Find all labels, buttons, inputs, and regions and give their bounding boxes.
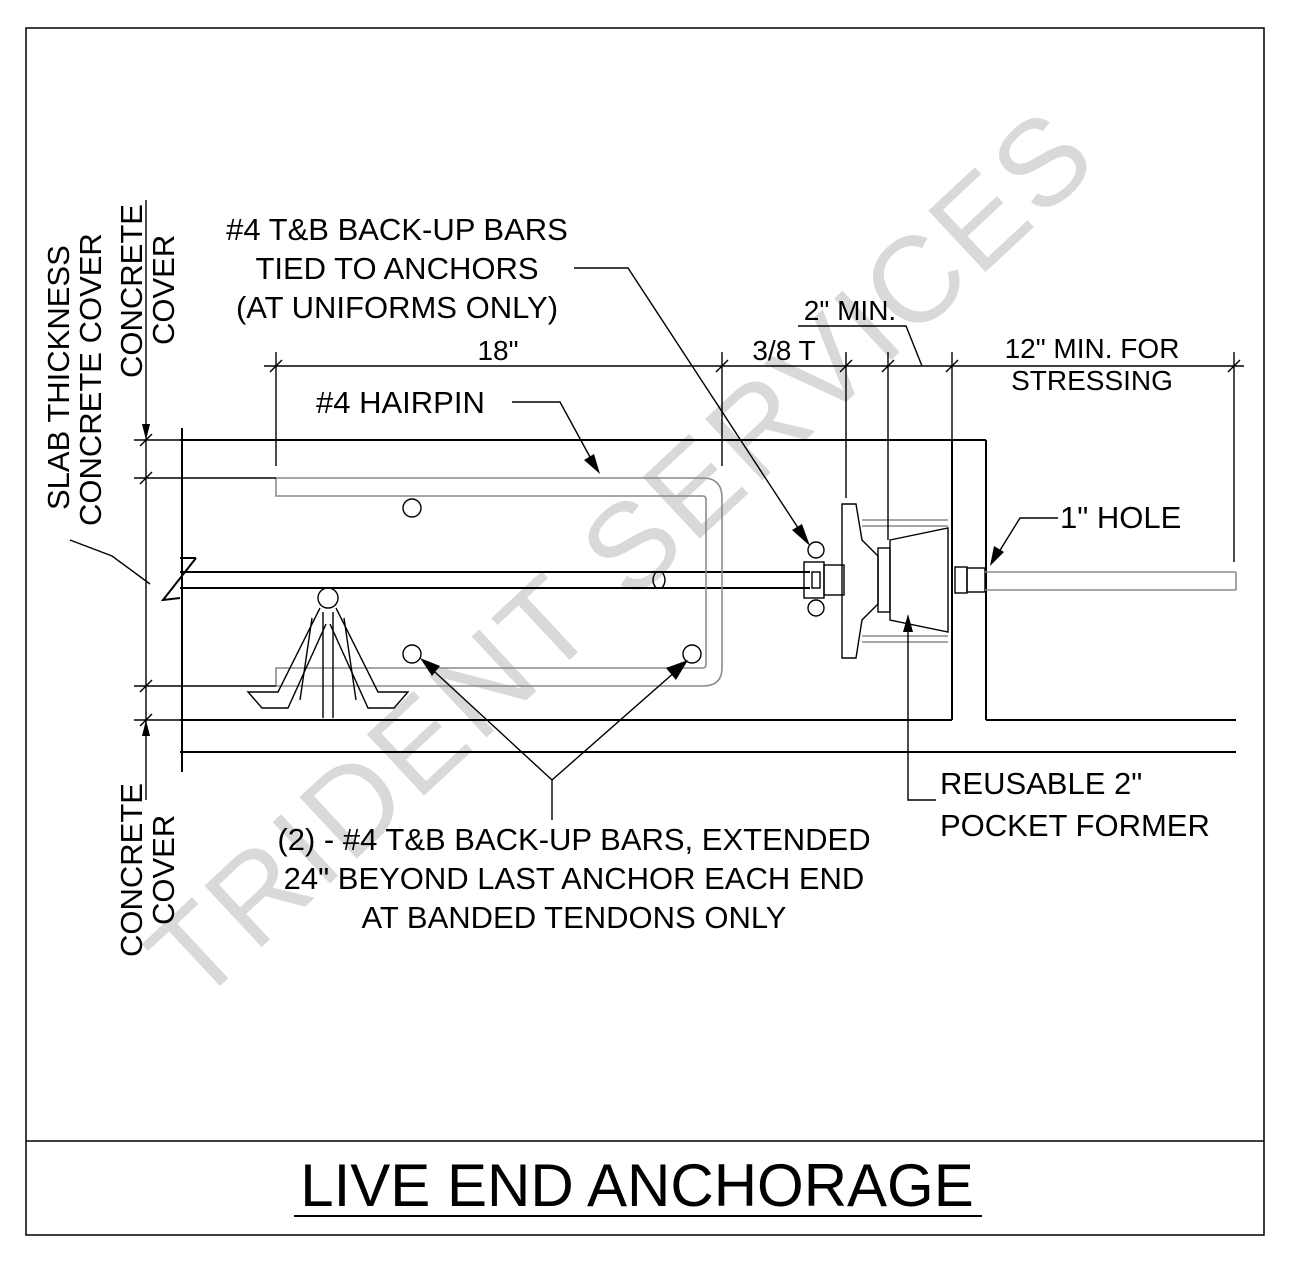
label-concrete-cover-top: CONCRETE COVER — [114, 204, 181, 378]
tendon — [180, 566, 1237, 594]
label-pocket-former: REUSABLE 2" POCKET FORMER — [940, 766, 1210, 843]
sheet-border — [25, 27, 1265, 1236]
svg-text:CONCRETE: CONCRETE — [114, 783, 149, 957]
svg-text:#4 T&B BACK-UP BARS: #4 T&B BACK-UP BARS — [226, 212, 568, 247]
dimension-lines — [69, 200, 1244, 800]
anchor-assembly — [803, 503, 949, 659]
svg-text:REUSABLE 2": REUSABLE 2" — [940, 766, 1142, 801]
slab-outline — [160, 428, 1236, 772]
svg-text:(AT UNIFORMS ONLY): (AT UNIFORMS ONLY) — [236, 290, 558, 325]
label-two-min: 2" MIN. — [804, 295, 896, 326]
svg-text:TIED TO ANCHORS: TIED TO ANCHORS — [255, 251, 538, 286]
label-18: 18" — [477, 335, 518, 366]
label-stressing: 12" MIN. FOR STRESSING — [1005, 333, 1180, 396]
label-backup-bars-top: #4 T&B BACK-UP BARS TIED TO ANCHORS (AT … — [226, 212, 568, 325]
label-three-eighths-t: 3/8 T — [752, 335, 815, 366]
svg-text:COVER: COVER — [146, 815, 181, 925]
drawing-title: LIVE END ANCHORAGE — [300, 1152, 974, 1219]
label-backup-bars-bottom: (2) - #4 T&B BACK-UP BARS, EXTENDED 24" … — [277, 822, 870, 935]
svg-text:24" BEYOND LAST ANCHOR EACH EN: 24" BEYOND LAST ANCHOR EACH END — [284, 861, 865, 896]
svg-text:12" MIN. FOR: 12" MIN. FOR — [1005, 333, 1180, 364]
svg-text:POCKET FORMER: POCKET FORMER — [940, 808, 1210, 843]
label-concrete-cover-bottom: CONCRETE COVER — [114, 783, 181, 957]
label-hole: 1" HOLE — [1060, 500, 1181, 535]
label-slab-thickness: SLAB THICKNESS — [41, 245, 76, 510]
hairpin-bar — [275, 477, 723, 687]
chair-support — [246, 587, 410, 718]
svg-text:(2) - #4 T&B BACK-UP BARS, EXT: (2) - #4 T&B BACK-UP BARS, EXTENDED — [277, 822, 870, 857]
backup-bar-sections — [402, 498, 825, 664]
label-hairpin: #4 HAIRPIN — [316, 385, 485, 420]
leader-lines — [420, 267, 1058, 820]
svg-text:STRESSING: STRESSING — [1011, 365, 1173, 396]
label-concrete-cover-left: CONCRETE COVER — [73, 233, 108, 526]
svg-text:AT BANDED TENDONS ONLY: AT BANDED TENDONS ONLY — [362, 900, 787, 935]
svg-text:COVER: COVER — [146, 235, 181, 345]
svg-text:CONCRETE: CONCRETE — [114, 204, 149, 378]
